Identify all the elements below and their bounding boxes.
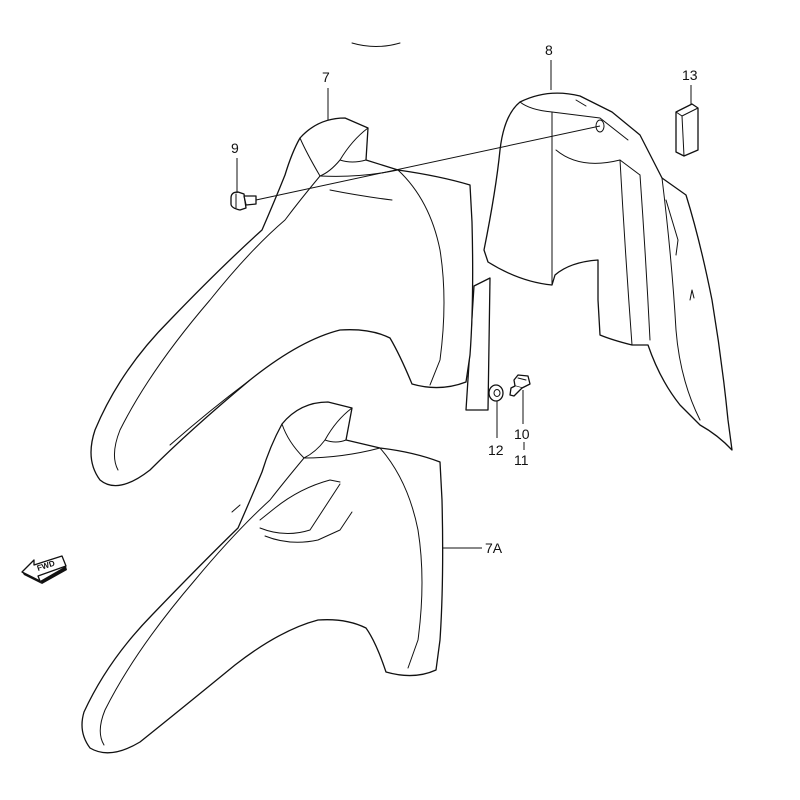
part-12-washer (488, 384, 504, 402)
part-10-bolt (509, 374, 531, 397)
part-9-bolt (230, 191, 257, 211)
callout-7a: 7A (485, 540, 503, 556)
callout-labels: 7 8 9 13 12 10 11 7A (231, 42, 698, 556)
callout-10: 10 (514, 426, 530, 442)
partial-arc (351, 42, 401, 47)
callout-13: 13 (682, 67, 698, 83)
callout-11: 11 (514, 452, 529, 468)
callout-8: 8 (545, 42, 553, 58)
part-7a-front-fender (81, 401, 444, 754)
fwd-direction-marker: FWD (21, 555, 67, 584)
connection-lines (255, 125, 601, 201)
callout-leaders (236, 60, 692, 549)
part-7-front-fender (90, 117, 474, 487)
callout-12: 12 (488, 442, 504, 458)
callout-7: 7 (322, 69, 330, 85)
part-13-pad (675, 103, 699, 157)
callout-9: 9 (231, 140, 239, 156)
part-8-inner-fender (465, 92, 733, 451)
fwd-arrow-icon (21, 555, 67, 582)
